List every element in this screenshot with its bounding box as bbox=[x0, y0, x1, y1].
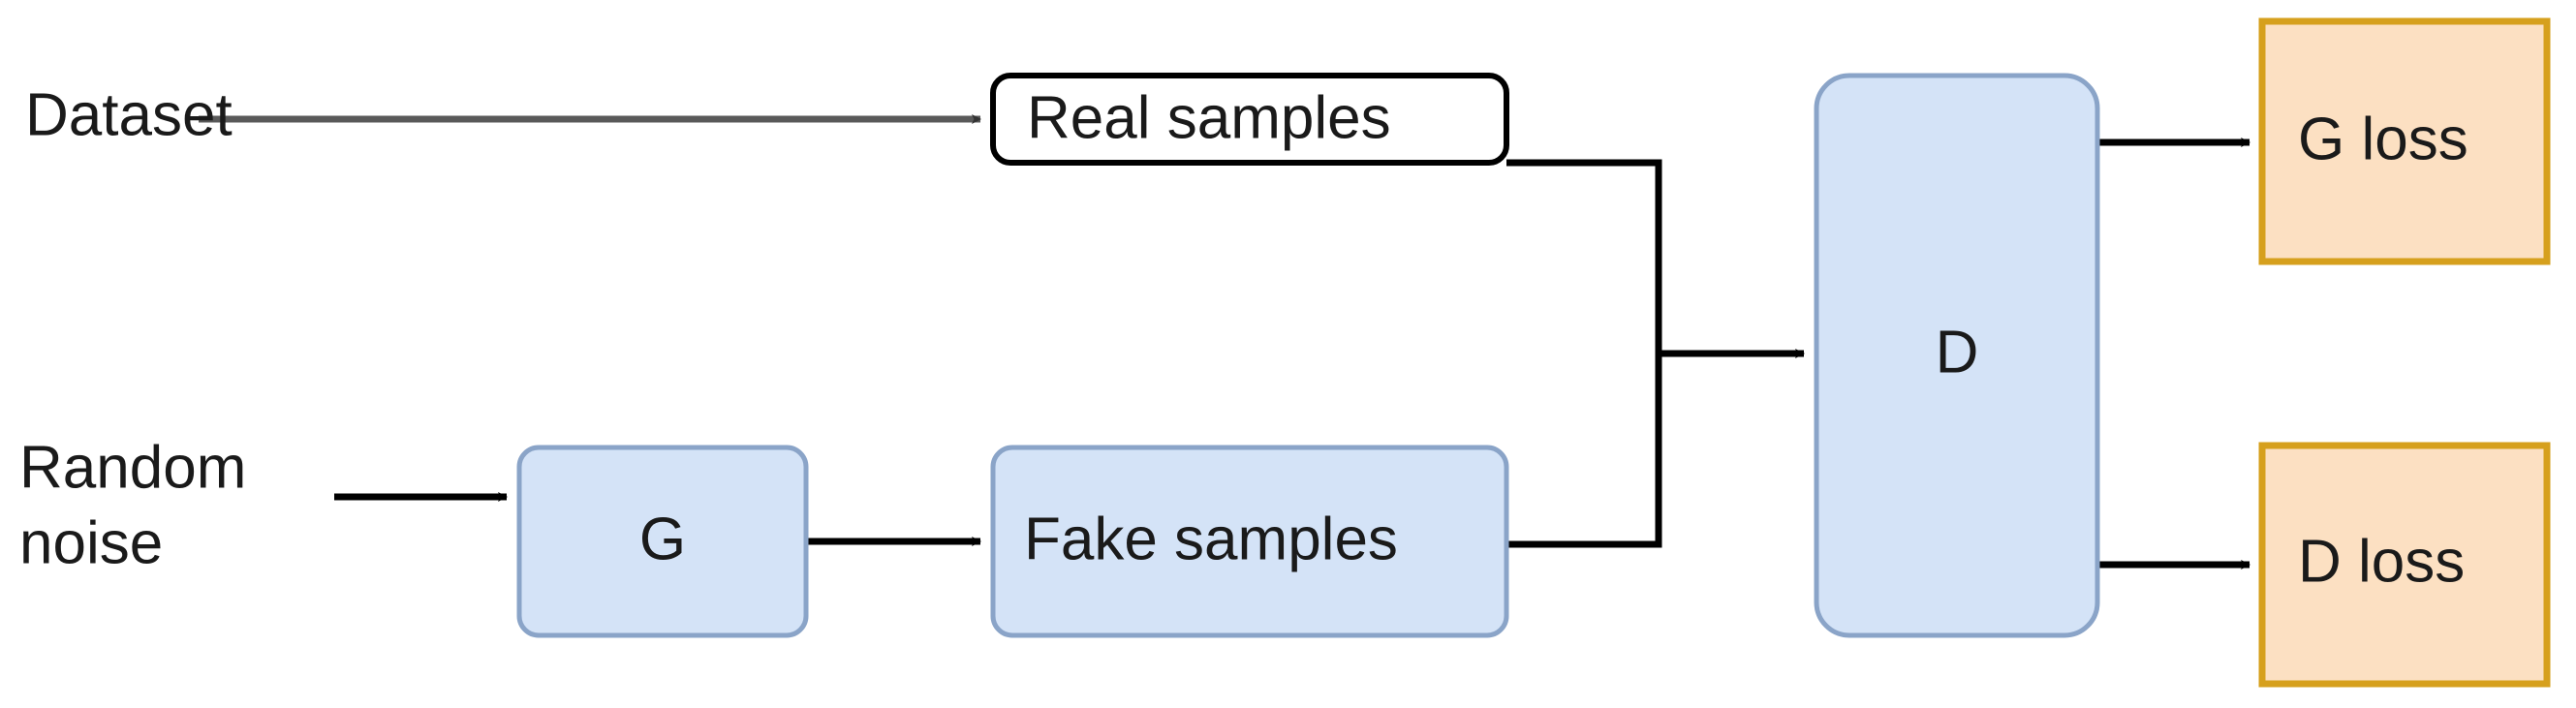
node-g-loss[interactable]: G loss bbox=[2258, 17, 2551, 265]
random-noise-label-line1: Random bbox=[19, 434, 246, 501]
d-loss-label: D loss bbox=[2298, 528, 2465, 595]
node-discriminator[interactable]: D bbox=[1814, 73, 2100, 638]
edge-layer bbox=[199, 114, 2250, 569]
edge-real-samples-to-discriminator bbox=[1506, 159, 1805, 358]
discriminator-label: D bbox=[1936, 319, 1979, 385]
dataset-label: Dataset bbox=[25, 81, 233, 148]
g-loss-box[interactable] bbox=[2258, 17, 2551, 265]
fake-samples-label: Fake samples bbox=[1024, 506, 1398, 572]
g-loss-label: G loss bbox=[2298, 106, 2468, 172]
generator-box[interactable] bbox=[516, 445, 809, 638]
node-fake-samples[interactable]: Fake samples bbox=[990, 445, 1509, 638]
d-loss-box[interactable] bbox=[2258, 442, 2551, 688]
node-real-samples[interactable]: Real samples bbox=[990, 73, 1509, 166]
discriminator-box[interactable] bbox=[1814, 73, 2100, 638]
label-layer: Dataset Random noise bbox=[19, 81, 246, 576]
real-samples-box[interactable] bbox=[990, 73, 1509, 166]
edge-fake-samples-to-discriminator bbox=[1506, 354, 1662, 548]
node-layer: Real samples G Fake samples D G loss bbox=[516, 17, 2551, 688]
node-d-loss[interactable]: D loss bbox=[2258, 442, 2551, 688]
generator-label: G bbox=[639, 506, 686, 572]
random-noise-label-line2: noise bbox=[19, 509, 163, 576]
real-samples-label: Real samples bbox=[1027, 84, 1391, 151]
fake-samples-box[interactable] bbox=[990, 445, 1509, 638]
node-generator[interactable]: G bbox=[516, 445, 809, 638]
